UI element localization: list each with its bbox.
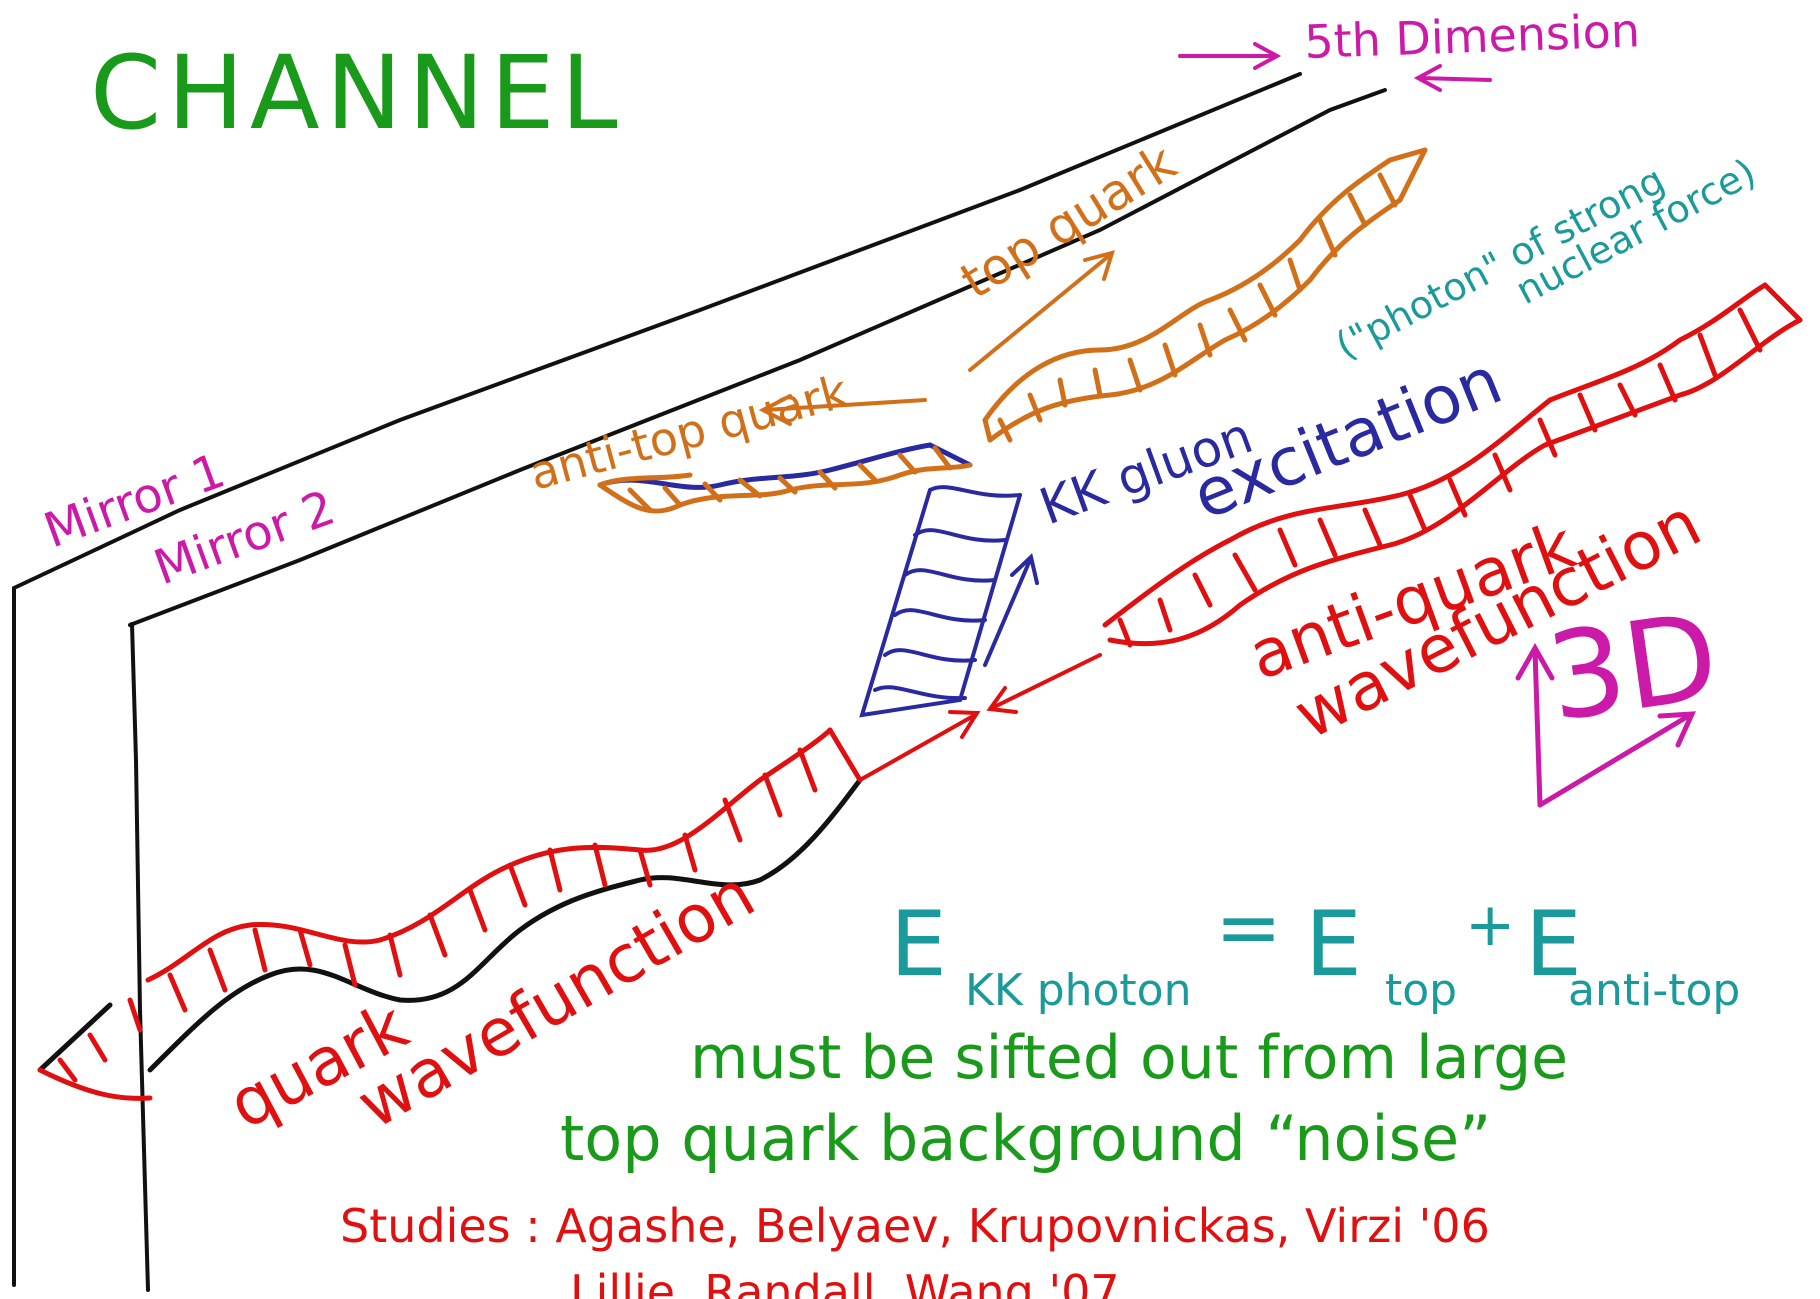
fifth-dimension-label: 5th Dimension — [1303, 3, 1640, 69]
equation-sub-top: top — [1385, 965, 1457, 1016]
equation-sub-kk-photon: KK photon — [965, 965, 1192, 1016]
equation-e-3: E — [1525, 892, 1582, 997]
sift-note-line-1: must be sifted out from large — [690, 1023, 1568, 1093]
studies-line-2: Lillie, Randall, Wang '07 — [570, 1265, 1120, 1299]
3d-label: 3D — [1540, 588, 1726, 749]
anti-quark-wavefunction — [1102, 282, 1803, 648]
top-quark-wavefunction — [982, 147, 1428, 443]
anti-top-quark-arrow — [758, 394, 927, 426]
equation-e-2: E — [1305, 892, 1362, 997]
top-quark-arrow — [968, 250, 1115, 372]
anti-top-quark-wavefunction — [597, 442, 973, 514]
title-channel: CHANNEL — [90, 34, 624, 153]
anti-quark-arrow — [986, 653, 1102, 714]
sift-note-line-2: top quark background “noise” — [560, 1102, 1491, 1175]
mirror-2-wall — [128, 88, 1387, 1292]
equation-equals: = — [1215, 881, 1282, 974]
fifth-dimension-arrows — [1178, 42, 1492, 92]
equation-sub-anti-top: anti-top — [1568, 965, 1740, 1016]
equation-plus: + — [1465, 890, 1515, 960]
top-quark-label: top quark — [951, 133, 1186, 310]
mirror-1-wall — [12, 72, 1302, 1287]
3d-axes — [1515, 642, 1696, 808]
equation-e-1: E — [890, 892, 947, 997]
anti-top-quark-label: anti-top quark — [524, 364, 854, 501]
energy-equation: E KK photon = E top + E anti-top — [890, 881, 1740, 1016]
quark-wavefunction — [37, 727, 863, 1101]
kk-gluon-excitation — [859, 485, 1039, 718]
studies-line-1: Studies : Agashe, Belyaev, Krupovnickas,… — [340, 1199, 1490, 1253]
quark-arrow — [858, 710, 981, 782]
